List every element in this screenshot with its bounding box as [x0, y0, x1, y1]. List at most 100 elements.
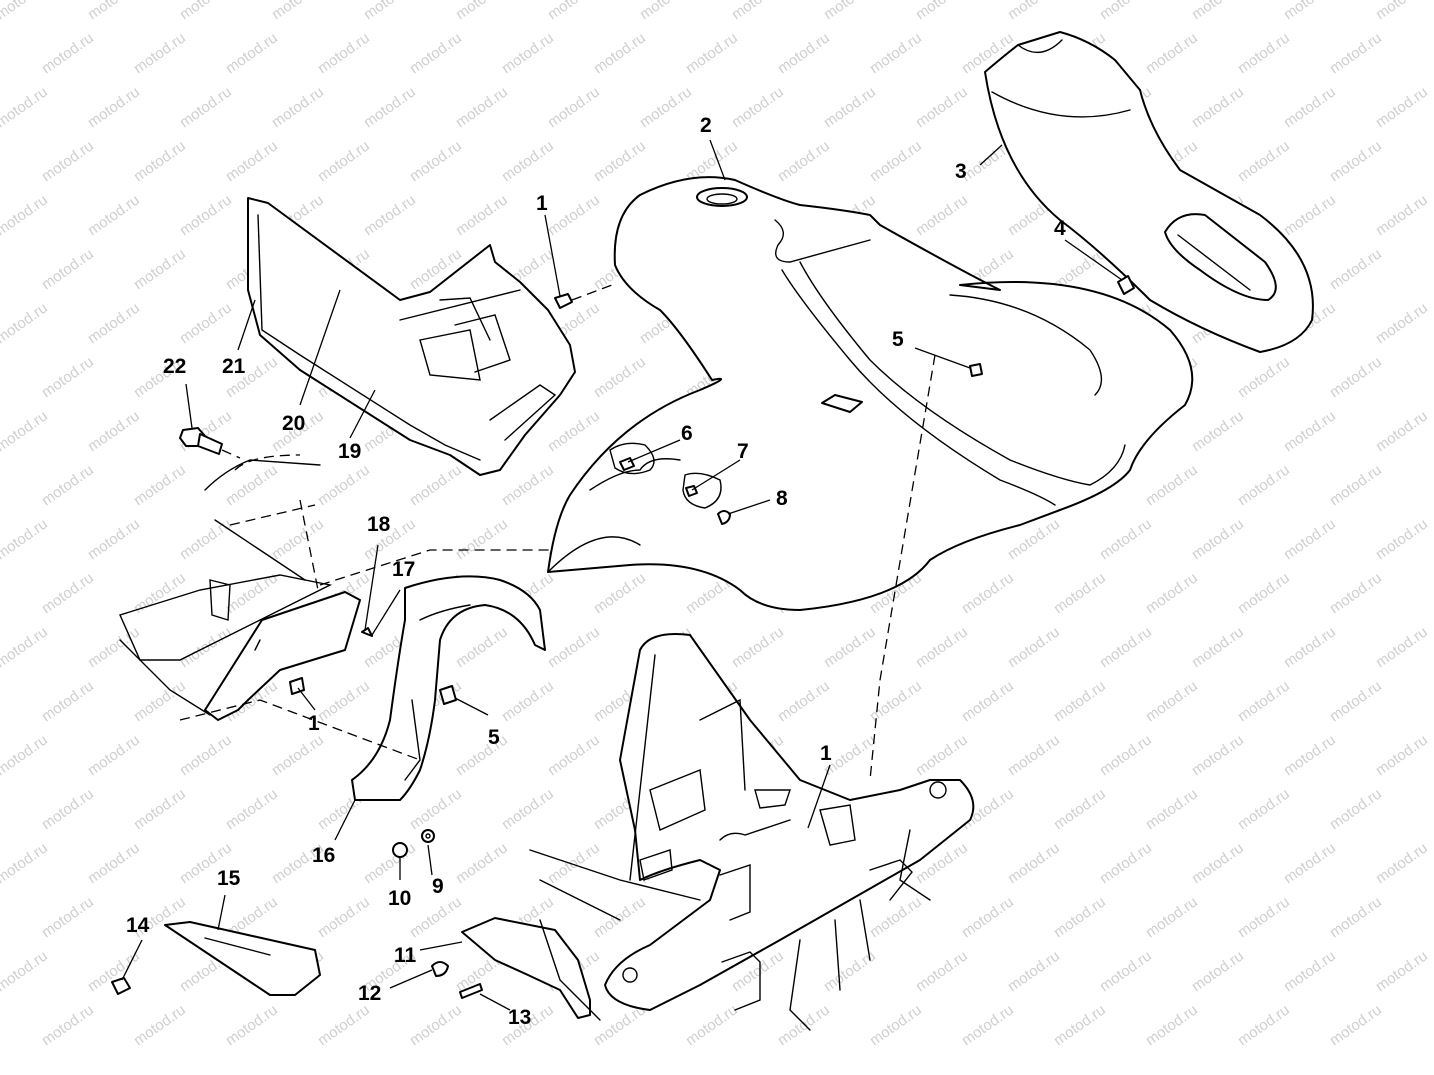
watermark-text: motod.ru — [1097, 0, 1155, 23]
watermark-text: motod.ru — [545, 839, 603, 887]
watermark-text: motod.ru — [1373, 515, 1431, 563]
watermark-text: motod.ru — [591, 893, 649, 941]
part-main-frame — [529, 633, 975, 1031]
callout-4: 4 — [1054, 217, 1066, 240]
watermark-text: motod.ru — [821, 83, 879, 131]
watermark-text: motod.ru — [407, 137, 465, 185]
watermark-text: motod.ru — [39, 677, 97, 725]
callout-1b: 1 — [308, 712, 320, 735]
watermark-text: motod.ru — [1281, 731, 1339, 779]
watermark-text: motod.ru — [1097, 623, 1155, 671]
watermark-text: motod.ru — [1235, 677, 1293, 725]
watermark-text: motod.ru — [591, 29, 649, 77]
callout-19: 19 — [338, 440, 361, 463]
watermark-text: motod.ru — [85, 731, 143, 779]
watermark-text: motod.ru — [269, 83, 327, 131]
watermark-text: motod.ru — [821, 623, 879, 671]
watermark-text: motod.ru — [1327, 137, 1385, 185]
watermark-text: motod.ru — [0, 731, 51, 779]
callout-17: 17 — [392, 558, 415, 581]
watermark-text: motod.ru — [39, 461, 97, 509]
watermark-text: motod.ru — [959, 1001, 1017, 1049]
watermark-text: motod.ru — [39, 245, 97, 293]
watermark-text: motod.ru — [1373, 0, 1431, 23]
part-bolt-22 — [179, 427, 241, 459]
watermark-text: motod.ru — [1051, 677, 1109, 725]
watermark-text: motod.ru — [1327, 29, 1385, 77]
watermark-text: motod.ru — [959, 893, 1017, 941]
watermark-text: motod.ru — [913, 947, 971, 995]
part-hardware — [111, 275, 1135, 999]
watermark-text: motod.ru — [361, 839, 419, 887]
watermark-text: motod.ru — [499, 785, 557, 833]
part-side-panel — [204, 591, 361, 721]
watermark-text: motod.ru — [407, 29, 465, 77]
watermark-text: motod.ru — [1189, 839, 1247, 887]
watermark-text: motod.ru — [315, 461, 373, 509]
watermark-text: motod.ru — [39, 353, 97, 401]
callout-14: 14 — [126, 914, 150, 937]
watermark-text: motod.ru — [0, 515, 51, 563]
watermark-text: motod.ru — [1373, 83, 1431, 131]
watermark-text: motod.ru — [1005, 839, 1063, 887]
watermark-text: motod.ru — [913, 0, 971, 23]
watermark-text: motod.ru — [85, 0, 143, 23]
watermark-text: motod.ru — [315, 1001, 373, 1049]
callout-3: 3 — [955, 160, 967, 183]
watermark-text: motod.ru — [1189, 515, 1247, 563]
watermark-text: motod.ru — [729, 623, 787, 671]
watermark-text: motod.ru — [1097, 515, 1155, 563]
watermark-text: motod.ru — [545, 0, 603, 23]
watermark-text: motod.ru — [959, 569, 1017, 617]
watermark-text: motod.ru — [1143, 461, 1201, 509]
watermark-text: motod.ru — [131, 785, 189, 833]
watermark-text: motod.ru — [177, 731, 235, 779]
watermark-text: motod.ru — [913, 623, 971, 671]
watermark-text: motod.ru — [1097, 947, 1155, 995]
watermark-text: motod.ru — [1235, 1001, 1293, 1049]
watermark-text: motod.ru — [1143, 893, 1201, 941]
watermark-text: motod.ru — [1189, 407, 1247, 455]
watermark-text: motod.ru — [591, 353, 649, 401]
watermark-text: motod.ru — [591, 137, 649, 185]
watermark-text: motod.ru — [1327, 569, 1385, 617]
watermark-text: motod.ru — [683, 29, 741, 77]
watermark-text: motod.ru — [1235, 893, 1293, 941]
watermark-text: motod.ru — [0, 0, 51, 23]
watermark-text: motod.ru — [1051, 893, 1109, 941]
watermark-text: motod.ru — [1281, 623, 1339, 671]
watermark-text: motod.ru — [177, 0, 235, 23]
watermark-text: motod.ru — [1235, 137, 1293, 185]
callout-1c: 1 — [820, 742, 832, 765]
watermark-text: motod.ru — [1373, 299, 1431, 347]
watermark-text: motod.ru — [1097, 731, 1155, 779]
watermark-text: motod.ru — [1281, 947, 1339, 995]
watermark-text: motod.ru — [913, 731, 971, 779]
watermark-text: motod.ru — [1373, 947, 1431, 995]
watermark-text: motod.ru — [867, 893, 925, 941]
watermark-text: motod.ru — [131, 569, 189, 617]
watermark-text: motod.ru — [0, 299, 51, 347]
watermark-text: motod.ru — [1005, 731, 1063, 779]
watermark-text: motod.ru — [913, 83, 971, 131]
callout-10: 10 — [388, 887, 411, 910]
callout-11: 11 — [394, 944, 417, 967]
callout-6: 6 — [681, 422, 693, 445]
watermark-text: motod.ru — [545, 191, 603, 239]
watermark-text: motod.ru — [131, 677, 189, 725]
watermark-text: motod.ru — [177, 299, 235, 347]
watermark-text: motod.ru — [545, 623, 603, 671]
watermark-text: motod.ru — [545, 83, 603, 131]
watermark-text: motod.ru — [131, 461, 189, 509]
watermark-text: motod.ru — [499, 677, 557, 725]
watermark-text: motod.ru — [269, 515, 327, 563]
watermark-text: motod.ru — [177, 515, 235, 563]
watermark-text: motod.ru — [499, 29, 557, 77]
watermark-text: motod.ru — [1327, 785, 1385, 833]
part-shields — [164, 917, 591, 1019]
part-rear-fender — [547, 176, 1194, 611]
watermark-text: motod.ru — [39, 29, 97, 77]
watermark-text: motod.ru — [683, 1001, 741, 1049]
watermark-text: motod.ru — [453, 623, 511, 671]
watermark-text: motod.ru — [177, 83, 235, 131]
